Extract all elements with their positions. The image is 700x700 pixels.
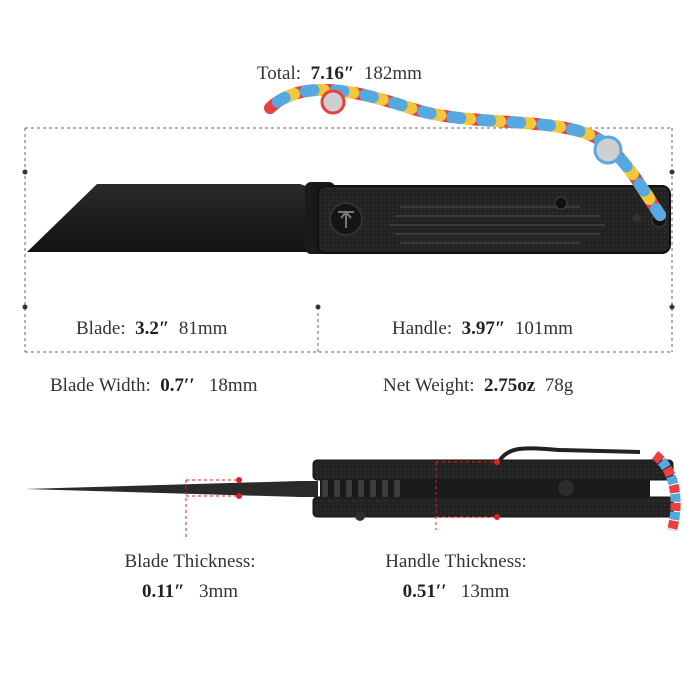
handle-thickness-marker	[435, 459, 500, 530]
net-weight-oz-value: 2.75oz	[484, 375, 536, 396]
blade-side	[27, 184, 318, 252]
knife-top-view	[25, 446, 681, 532]
total-left-dot	[22, 169, 28, 175]
blade-inch-value: 3.2″	[135, 318, 170, 339]
blade-thickness-caption: Blade Thickness:	[124, 551, 256, 572]
blade-length-label: Blade: 3.2″ 81mm	[76, 318, 227, 340]
net-weight-label: Net Weight: 2.75oz 78g	[383, 375, 573, 397]
handle-slab-bottom	[312, 496, 674, 518]
blade-mm-value: 81mm	[178, 318, 228, 339]
handle-thickness-label: Handle Thickness: 0.51′′ 13mm	[366, 547, 546, 607]
blade-thickness-label: Blade Thickness: 0.11″ 3mm	[100, 547, 280, 607]
net-weight-g-value: 78g	[544, 375, 574, 396]
handle-slab-top	[312, 459, 674, 481]
blade-width-inch-value: 0.7′′	[160, 375, 195, 396]
blade-thickness-mm-value: 3mm	[198, 581, 238, 602]
handle-caption: Handle:	[392, 318, 453, 339]
handle-inch-value: 3.97″	[461, 318, 506, 339]
blade-left-dot	[22, 304, 28, 310]
net-weight-caption: Net Weight:	[383, 375, 475, 396]
handle-thickness-inch-value: 0.51′′	[402, 581, 447, 602]
blade-caption: Blade:	[76, 318, 126, 339]
pocket-clip	[498, 446, 641, 462]
total-inch-value: 7.16″	[310, 63, 355, 84]
blade-width-mm-value: 18mm	[208, 375, 258, 396]
handle-grooves	[390, 206, 605, 244]
knife-side-view	[27, 182, 671, 254]
pivot-teeth	[322, 480, 400, 497]
total-dimension-bracket	[24, 127, 673, 352]
handle-thickness-caption: Handle Thickness:	[385, 551, 527, 572]
total-caption: Total:	[257, 63, 302, 84]
handle-length-label: Handle: 3.97″ 101mm	[392, 318, 573, 340]
blade-spine	[25, 481, 318, 497]
split-dot	[315, 304, 321, 310]
back-screw	[633, 214, 641, 222]
blade-thickness-marker	[185, 477, 242, 540]
split-dimension-bracket	[25, 307, 672, 353]
blade-width-label: Blade Width: 0.7′′ 18mm	[50, 375, 257, 397]
total-length-label: Total: 7.16″ 182mm	[257, 63, 422, 85]
blade-thickness-inch-value: 0.11″	[141, 581, 185, 602]
rainbow-paracord-lanyard-icon	[264, 83, 666, 221]
pivot-screw	[554, 196, 568, 210]
blade-width-caption: Blade Width:	[50, 375, 151, 396]
total-mm-value: 182mm	[363, 63, 422, 84]
total-right-dot	[669, 169, 675, 175]
handle-mm-value: 101mm	[514, 318, 573, 339]
handle-thickness-mm-value: 13mm	[460, 581, 510, 602]
handle-right-dot	[669, 304, 675, 310]
handle-side	[317, 185, 671, 254]
